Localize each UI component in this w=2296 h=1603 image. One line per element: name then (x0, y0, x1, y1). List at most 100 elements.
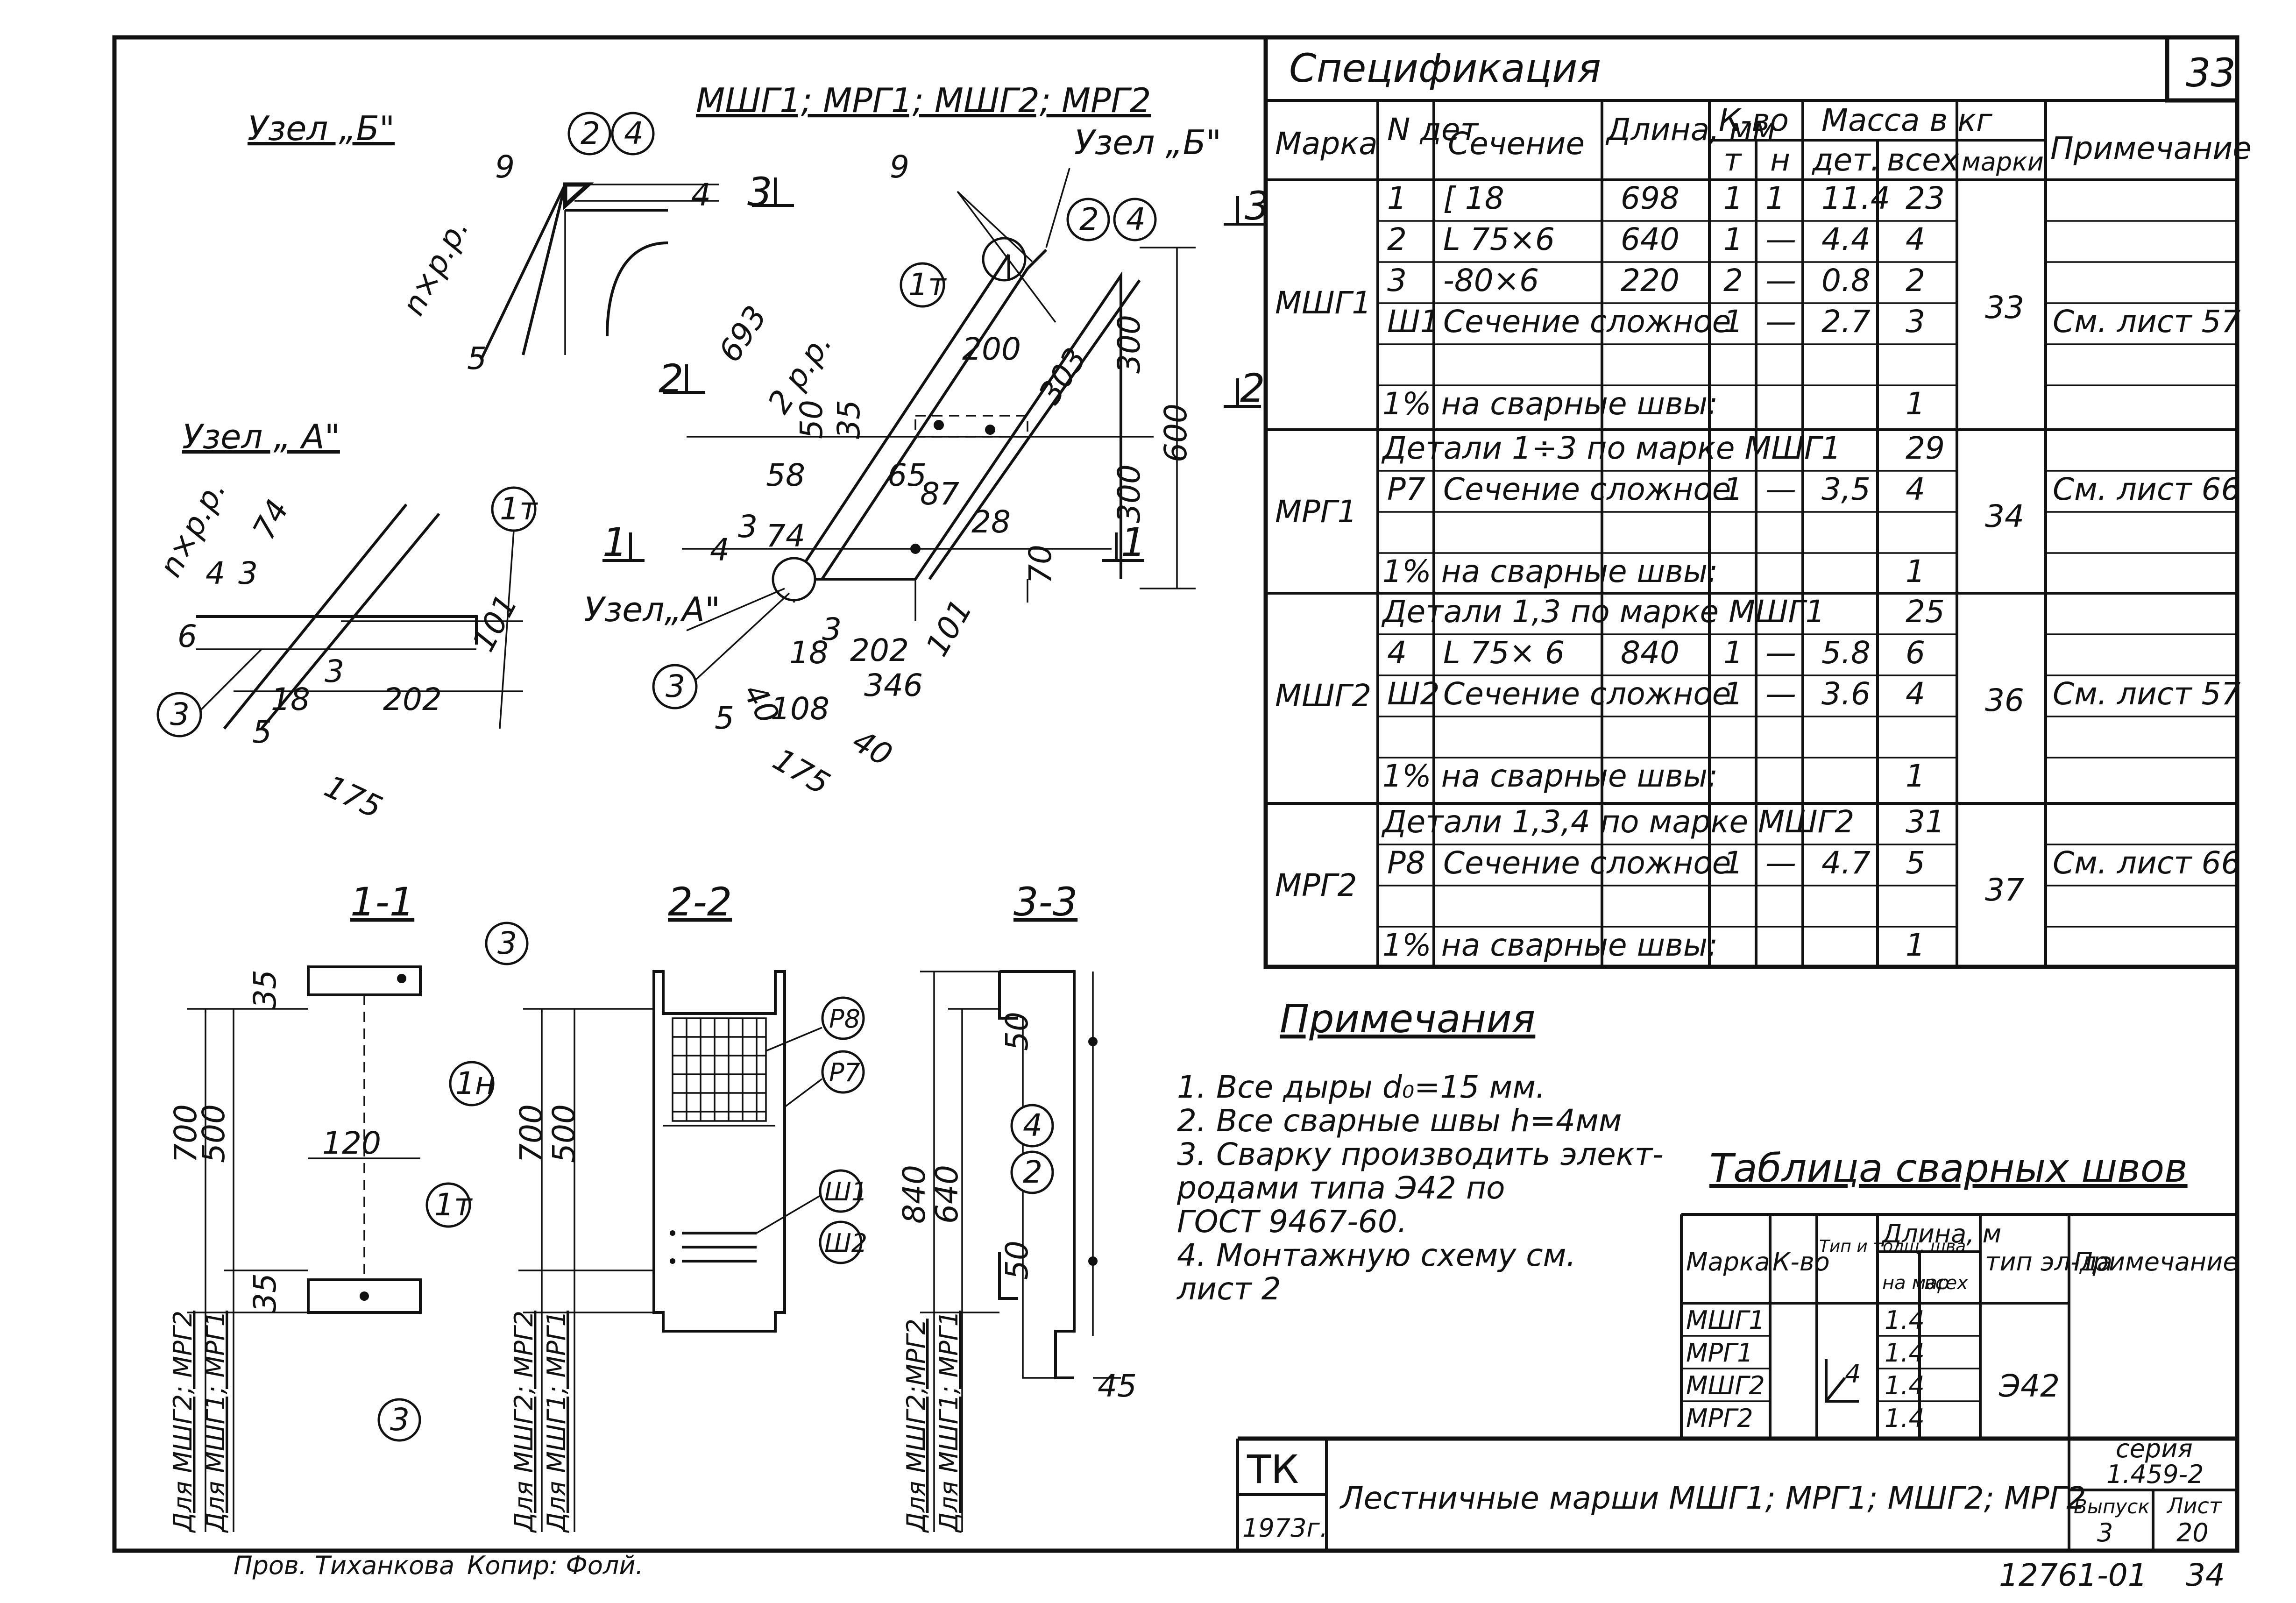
spec-header-mass-mark: марки (1962, 147, 2044, 177)
spec-section: Сечение сложное (1443, 845, 1731, 881)
section-2-2: 2-2 Р8 Р7 Ш1 Ш2 700 500 Для МШГ2; МРГ2 Д… (509, 879, 867, 1533)
spec-section: L 75×6 (1443, 221, 1555, 257)
spec-section: L 75× 6 (1443, 635, 1565, 671)
spec-mass-all: 4 (1906, 471, 1925, 507)
dim-main-101: 101 (919, 593, 979, 662)
dim-a-3b: 3 (325, 653, 344, 689)
spec-qty-n: — (1765, 635, 1796, 671)
spec-qty-n: — (1765, 262, 1796, 298)
callout-1t-label: 1т (500, 491, 539, 527)
dim-main-200: 200 (962, 331, 1021, 367)
spec-det: Р7 (1387, 471, 1425, 507)
callout-1n-label: 1н (455, 1065, 495, 1101)
spec-qty-n: — (1765, 676, 1796, 712)
callout-sh1 (819, 1169, 863, 1213)
callout-4b-label: 4 (1126, 201, 1146, 237)
spec-det: 4 (1387, 635, 1407, 671)
callout-4b (1113, 198, 1157, 241)
spec-mass-all: 2 (1906, 262, 1925, 298)
dim-main-300b: 300 (1111, 464, 1147, 523)
spec-mass-all: 6 (1906, 635, 1925, 671)
weld-header-mark: Марка (1686, 1247, 1770, 1277)
title-year: 1973г. (1242, 1513, 1328, 1543)
dim-4: 4 (691, 177, 711, 213)
callout-3-label: 3 (170, 696, 190, 732)
weld-row-len: 1.4 (1885, 1338, 1925, 1368)
spec-length: 698 (1621, 180, 1679, 216)
spec-section: 1% на сварные швы: (1382, 386, 1718, 422)
dim-s33-640: 640 (929, 1165, 965, 1224)
node-b-detail: Узел „Б" 2 4 9 4 n×p.p. 5 (248, 109, 719, 376)
dim-main-693: 693 (712, 299, 774, 369)
dim-main-300a: 300 (1111, 315, 1147, 374)
weld-row-len: 1.4 (1885, 1305, 1925, 1335)
callout-p8-label: Р8 (829, 1004, 860, 1034)
spec-mass-all: 3 (1906, 304, 1925, 340)
node-b-title: Узел „Б" (248, 109, 395, 148)
spec-header-mark: Марка (1275, 126, 1378, 162)
spec-det: Ш2 (1387, 676, 1440, 712)
spec-section: 1% на сварные швы: (1382, 553, 1718, 589)
note-line: родами типа Э42 по (1176, 1170, 1505, 1206)
callout-1t-s11-label: 1т (434, 1187, 473, 1223)
dim-s22-700: 700 (513, 1104, 549, 1163)
dim-main-5: 5 (715, 700, 734, 736)
spec-header-det: N дет (1387, 112, 1480, 148)
spec-header-length: Длина, мм (1605, 112, 1776, 148)
callout-2-s33-label: 2 (1023, 1154, 1042, 1190)
section-3-3: 3-3 4 2 50 840 640 50 45 Для МШГ2;МРГ2 Д… (896, 879, 1137, 1533)
section-mark-3-left: 3 (747, 169, 772, 215)
spec-qty-t: 1 (1723, 221, 1743, 257)
dim-a-18: 18 (271, 681, 310, 717)
spec-header-qty-n: н (1770, 142, 1790, 178)
callout-1t-b-label: 1т (908, 267, 947, 303)
callout-3b-label: 3 (666, 668, 685, 704)
spec-mass-det: 3.6 (1821, 676, 1871, 712)
node-a-circle (772, 557, 816, 602)
spec-length: 220 (1621, 262, 1679, 298)
note-line: 1. Все дыры d₀=15 мм. (1177, 1069, 1545, 1105)
dim-main-346: 346 (864, 667, 923, 703)
weld-header-note: Примечание (2074, 1247, 2239, 1277)
dim-9: 9 (495, 149, 515, 185)
section-mark-1-left: 1 (602, 519, 627, 565)
spec-section: Детали 1÷3 по марке МШГ1 (1381, 430, 1841, 466)
spec-table: 33 Спецификация Марка N дет Сечение Длин… (1263, 37, 2252, 969)
note-line: 3. Сварку производить элект- (1177, 1136, 1664, 1172)
callout-2b-label: 2 (1079, 201, 1099, 237)
section-1-1: 1-1 3 1н 1т 3 35 700 500 120 35 Для МШГ2… (168, 879, 529, 1533)
title-org: ТК (1247, 1447, 1299, 1492)
spec-section: [ 18 (1443, 180, 1504, 216)
spec-mark-mass: 34 (1985, 498, 2024, 534)
spec-qty-n: — (1765, 221, 1796, 257)
signature-checked: Пров. Тиханкова (234, 1551, 454, 1580)
dim-main-18: 18 (789, 635, 829, 671)
callout-1n (449, 1061, 495, 1106)
signature-copied: Копир: Фолй. (467, 1551, 644, 1580)
spec-section: Сечение сложное (1443, 676, 1731, 712)
dim-s33-45: 45 (1098, 1368, 1137, 1404)
weld-header-qty: К-во (1772, 1247, 1830, 1277)
spec-section: Детали 1,3,4 по марке МШГ2 (1381, 804, 1854, 840)
dim-a-101: 101 (465, 589, 524, 657)
dim-main-58: 58 (766, 457, 805, 493)
spec-note: См. лист 66 (2053, 471, 2241, 507)
spec-header-mass: Масса в кг (1821, 102, 1992, 138)
spec-mark-mass: 37 (1985, 872, 2024, 908)
dim-s33-50b: 50 (999, 1241, 1035, 1280)
spec-mass-all: 1 (1906, 927, 1925, 963)
node-b-label: Узел „Б" (1074, 123, 1221, 162)
dim-main-3b: 3 (822, 611, 842, 647)
weld-symbol: 4 (1845, 1359, 1861, 1389)
spec-det: 1 (1387, 180, 1407, 216)
callout-3-s11-label: 3 (497, 925, 517, 961)
callout-4-s33-label: 4 (1023, 1107, 1042, 1143)
title-block: ТК 1973г. Лестничные марши МШГ1; МРГ1; М… (1236, 1434, 2237, 1551)
spec-mass-det: 4.7 (1821, 845, 1871, 881)
title-series: 1.459-2 (2106, 1460, 2204, 1489)
spec-section: -80×6 (1443, 262, 1539, 298)
spec-mass-det: 11.4 (1821, 180, 1890, 216)
spec-mass-det: 2.7 (1821, 304, 1871, 340)
